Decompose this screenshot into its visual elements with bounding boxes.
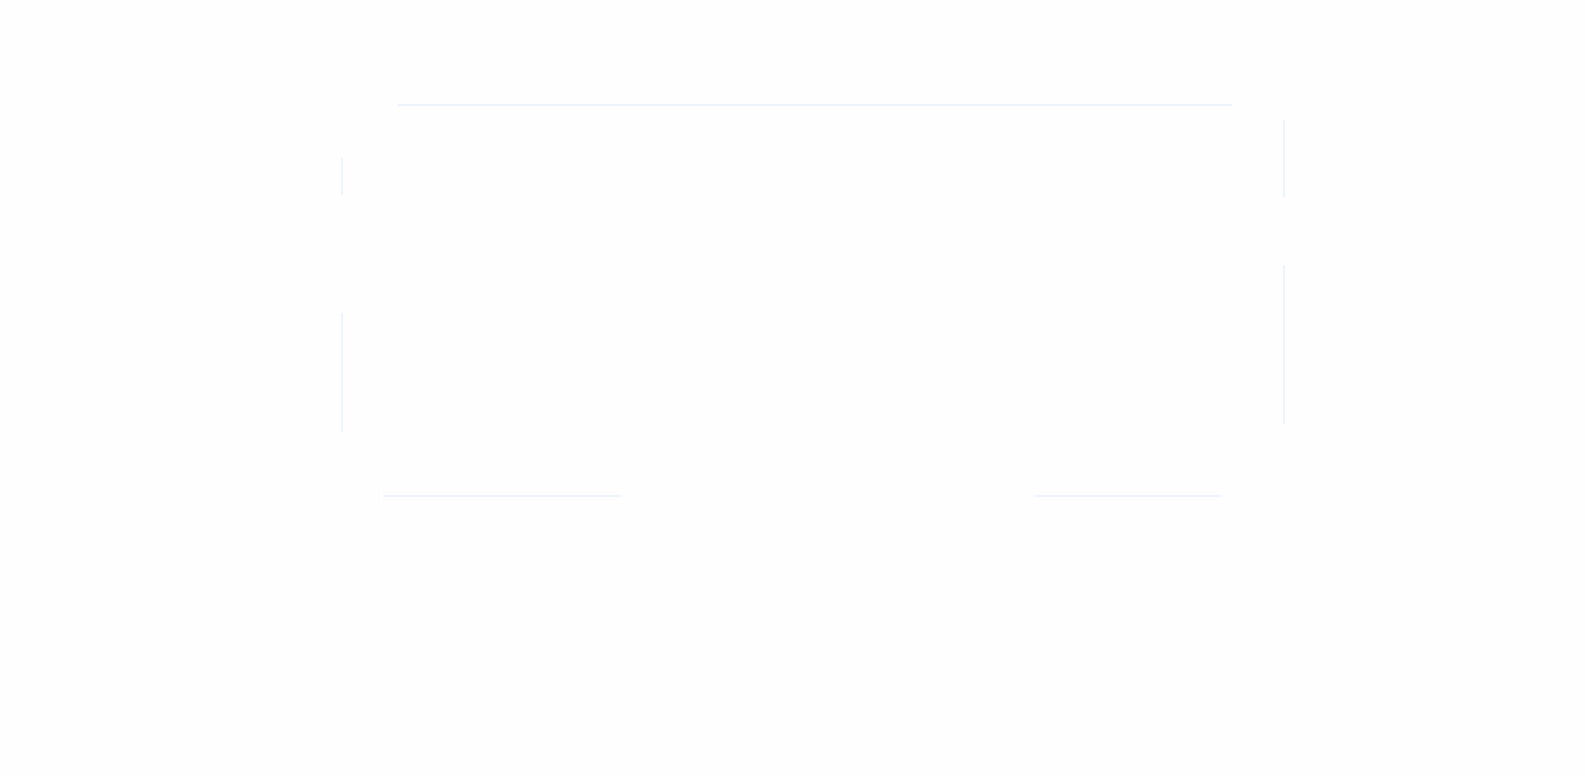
frame-right-border-segment — [1283, 265, 1285, 424]
frame-bottom-border-segment — [383, 495, 621, 497]
frame-right-border-segment — [1283, 120, 1285, 197]
frame-top-border — [398, 104, 1232, 106]
frame-bottom-border-segment — [1035, 495, 1221, 497]
frame-left-border-segment — [341, 158, 343, 195]
frame-left-border-segment — [341, 313, 343, 432]
